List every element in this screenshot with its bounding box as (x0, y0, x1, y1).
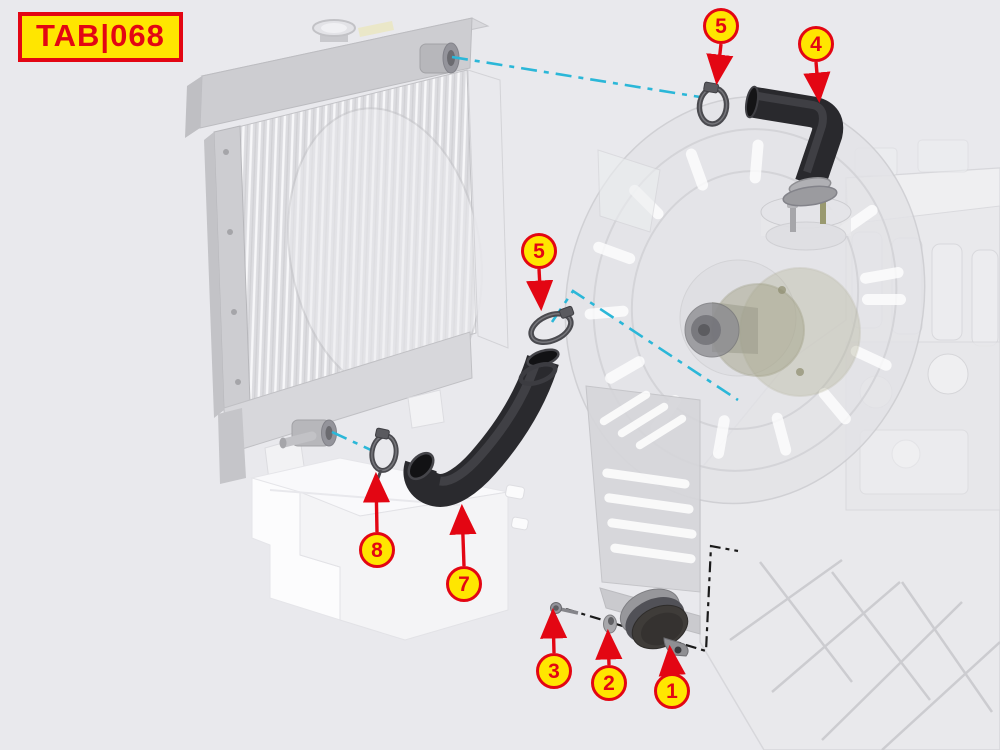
callout-8[interactable]: 8 (359, 532, 395, 568)
callout-5-upper[interactable]: 5 (703, 8, 739, 44)
lower-hose-clamp (528, 305, 575, 346)
callout-5-lower[interactable]: 5 (521, 233, 557, 269)
arrow-callout-5-lower (526, 268, 554, 312)
arrow-callout-7 (449, 503, 477, 567)
leader-line-bottom (331, 430, 372, 452)
radiator (185, 17, 509, 489)
arrow-callout-8 (362, 471, 391, 533)
thermostat-cover (619, 588, 689, 657)
arrow-callout-1 (658, 644, 686, 677)
engine-crankcase-frame (729, 558, 1000, 750)
tab-number-plate: TAB|068 (18, 12, 183, 63)
callout-3[interactable]: 3 (536, 653, 572, 689)
radiator-bottom-port (279, 419, 337, 449)
fan-guard-lower-panel (585, 385, 701, 635)
upper-coolant-hose (744, 85, 844, 207)
arrow-callout-3 (540, 607, 568, 654)
arrow-callout-5-upper (706, 43, 734, 86)
radiator-top-port (419, 42, 460, 74)
washer (603, 614, 617, 634)
radiator-label-sticker (358, 21, 394, 37)
callout-1[interactable]: 1 (654, 673, 690, 709)
water-pump (684, 267, 861, 397)
arrow-callout-2 (595, 628, 623, 666)
arrow-callout-4 (803, 61, 831, 104)
callout-2[interactable]: 2 (591, 665, 627, 701)
thermostat-housing-flange (760, 195, 852, 251)
lower-coolant-hose (403, 348, 560, 507)
callout-7[interactable]: 7 (446, 566, 482, 602)
radiator-filler-cap (312, 19, 356, 42)
callout-4[interactable]: 4 (798, 26, 834, 62)
bolt (550, 602, 579, 615)
leader-line-top (451, 55, 701, 99)
